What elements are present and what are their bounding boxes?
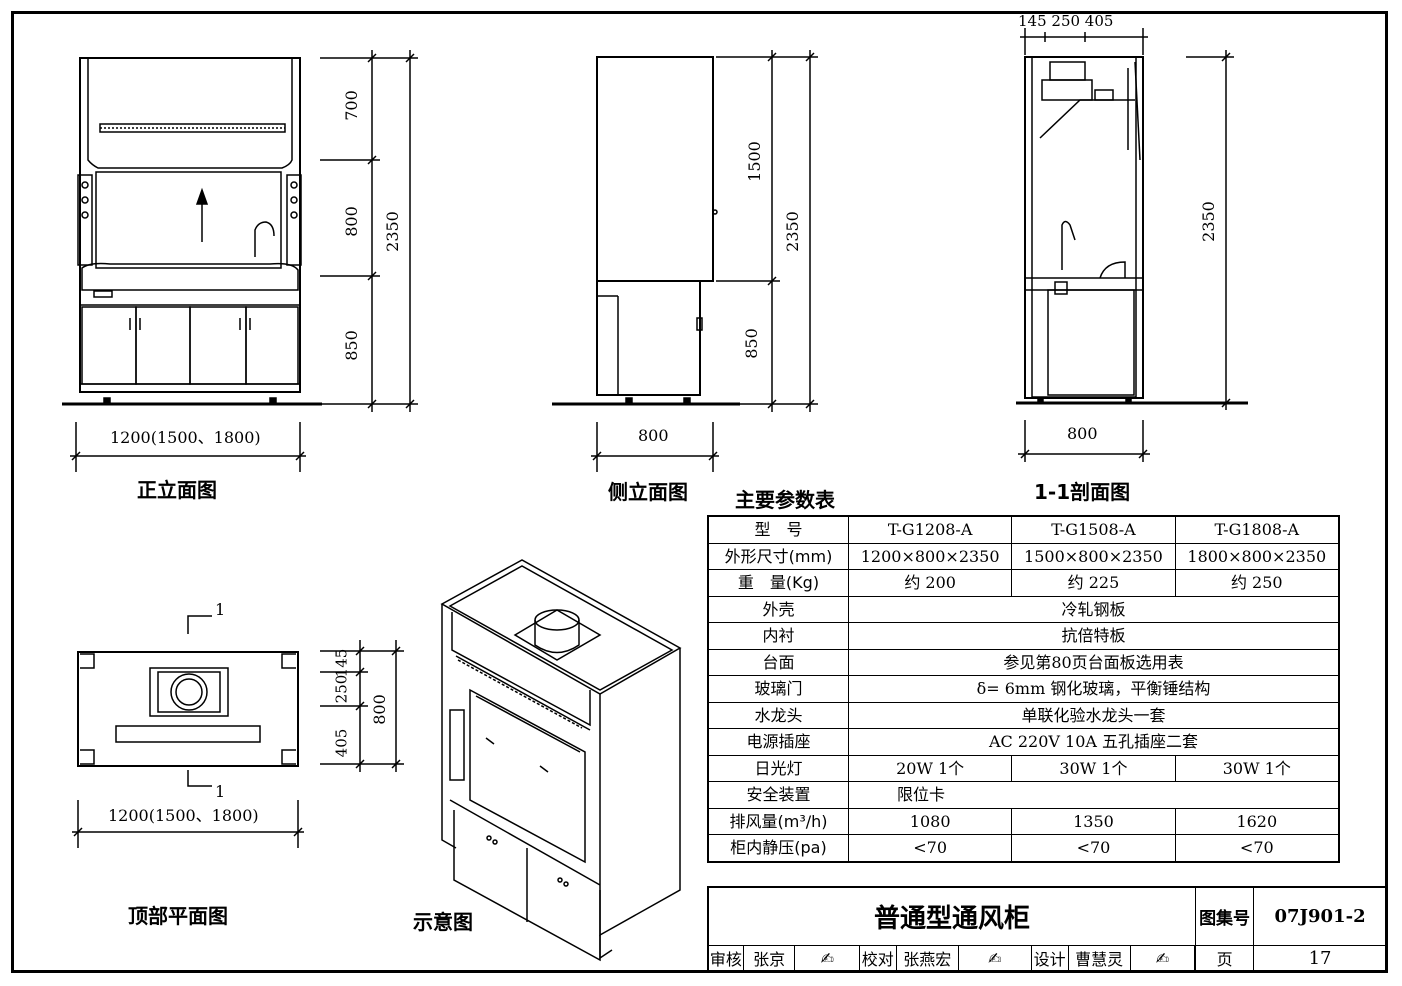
cell: 1500×800×2350 — [1011, 542, 1176, 570]
header-col: T-G1808-A — [1174, 515, 1340, 544]
section-mark-bottom: 1 — [215, 782, 226, 801]
cell: 20W 1个 — [847, 754, 1013, 782]
section-view — [1016, 28, 1248, 462]
header-col: T-G1208-A — [847, 515, 1013, 544]
table-header-row: 型 号 T-G1208-A T-G1508-A T-G1808-A — [707, 515, 1340, 544]
section-width-dim: 800 — [1067, 424, 1098, 443]
cell: 约 250 — [1174, 569, 1340, 597]
header-col: T-G1508-A — [1011, 515, 1176, 544]
cell: <70 — [1011, 834, 1176, 862]
front-elevation — [62, 50, 418, 472]
cell: δ= 6mm 钢化玻璃，平衡锤结构 — [848, 675, 1340, 703]
reviewer-name: 张京 — [742, 944, 796, 973]
cell: 1080 — [847, 807, 1013, 835]
side-dim-2350: 2350 — [782, 211, 802, 252]
atlas-number: 07J901-2 — [1253, 886, 1388, 946]
table-row: 重 量(Kg) 约 200 约 225 约 250 — [707, 569, 1340, 597]
top-dim-145: 145 — [332, 648, 351, 678]
param-table: 型 号 T-G1208-A T-G1508-A T-G1808-A 外形尺寸(m… — [707, 515, 1340, 863]
front-width-dim: 1200(1500、1800) — [110, 428, 261, 447]
header-model: 型 号 — [707, 515, 849, 544]
cell: 1200×800×2350 — [847, 542, 1013, 570]
row-key: 柜内静压(pa) — [707, 834, 849, 862]
table-row: 台面 参见第80页台面板选用表 — [707, 648, 1340, 676]
atlas-label: 图集号 — [1195, 886, 1255, 946]
cell: 30W 1个 — [1011, 754, 1176, 782]
cell: AC 220V 10A 五孔插座二套 — [848, 728, 1340, 756]
row-key: 安全装置 — [707, 781, 849, 809]
cell: 限位卡 — [848, 781, 1340, 809]
front-dim-800: 800 — [341, 206, 361, 237]
page-number: 17 — [1253, 944, 1388, 973]
checker-signature: ✍ — [957, 944, 1032, 973]
table-row: 玻璃门 δ= 6mm 钢化玻璃，平衡锤结构 — [707, 675, 1340, 703]
cell: 约 200 — [847, 569, 1013, 597]
side-dim-850: 850 — [741, 328, 761, 359]
drawing-title: 普通型通风柜 — [707, 886, 1197, 946]
designer-name: 曹慧灵 — [1067, 944, 1131, 973]
top-plan — [72, 615, 404, 848]
reviewer-signature: ✍ — [794, 944, 860, 973]
row-key: 内衬 — [707, 622, 849, 650]
section-dim-2350: 2350 — [1198, 201, 1218, 242]
cell: 冷轧钢板 — [848, 595, 1340, 623]
cell: 1620 — [1174, 807, 1340, 835]
page-label: 页 — [1195, 944, 1255, 973]
designer-signature: ✍ — [1129, 944, 1196, 973]
drawing-frame — [11, 11, 1388, 973]
front-dim-850: 850 — [341, 330, 361, 361]
top-view-label: 顶部平面图 — [128, 904, 228, 928]
row-key: 外形尺寸(mm) — [707, 542, 849, 570]
table-row: 日光灯 20W 1个 30W 1个 30W 1个 — [707, 754, 1340, 782]
cell: <70 — [847, 834, 1013, 862]
table-row: 外形尺寸(mm) 1200×800×2350 1500×800×2350 180… — [707, 542, 1340, 570]
cell: 约 225 — [1011, 569, 1176, 597]
table-row: 水龙头 单联化验水龙头一套 — [707, 701, 1340, 729]
top-dim-250: 250 — [332, 674, 351, 704]
design-label: 设计 — [1030, 944, 1069, 973]
check-label: 校对 — [858, 944, 897, 973]
side-width-dim: 800 — [638, 426, 669, 445]
cell: 1800×800×2350 — [1174, 542, 1340, 570]
param-table-title: 主要参数表 — [735, 488, 835, 512]
cell: 参见第80页台面板选用表 — [848, 648, 1340, 676]
section-top-dims: 145 250 405 — [1018, 12, 1114, 30]
isometric-sketch — [440, 559, 682, 962]
row-key: 外壳 — [707, 595, 849, 623]
front-dim-700: 700 — [341, 90, 361, 121]
cell: 抗倍特板 — [848, 622, 1340, 650]
front-dim-2350: 2350 — [382, 211, 402, 252]
table-row: 电源插座 AC 220V 10A 五孔插座二套 — [707, 728, 1340, 756]
row-key: 水龙头 — [707, 701, 849, 729]
side-view-label: 侧立面图 — [608, 480, 688, 504]
row-key: 电源插座 — [707, 728, 849, 756]
table-row: 外壳 冷轧钢板 — [707, 595, 1340, 623]
row-key: 日光灯 — [707, 754, 849, 782]
table-row: 排风量(m³/h) 1080 1350 1620 — [707, 807, 1340, 835]
checker-name: 张燕宏 — [895, 944, 959, 973]
title-block: 普通型通风柜 图集号 07J901-2 审核 张京 ✍ 校对 张燕宏 ✍ 设计 … — [707, 886, 1388, 973]
review-label: 审核 — [707, 944, 744, 973]
section-mark-top: 1 — [215, 600, 226, 619]
table-row: 柜内静压(pa) <70 <70 <70 — [707, 834, 1340, 862]
cell: <70 — [1174, 834, 1340, 862]
table-row: 内衬 抗倍特板 — [707, 622, 1340, 650]
cell: 单联化验水龙头一套 — [848, 701, 1340, 729]
side-elevation — [552, 50, 818, 472]
front-view-label: 正立面图 — [137, 478, 217, 502]
top-width-dim: 1200(1500、1800) — [108, 806, 259, 825]
top-dim-800: 800 — [369, 694, 389, 725]
sketch-label: 示意图 — [413, 910, 473, 934]
row-key: 玻璃门 — [707, 675, 849, 703]
row-key: 排风量(m³/h) — [707, 807, 849, 835]
row-key: 台面 — [707, 648, 849, 676]
section-view-label: 1-1剖面图 — [1034, 480, 1131, 504]
cell: 1350 — [1011, 807, 1176, 835]
top-dim-405: 405 — [332, 728, 351, 758]
table-row: 安全装置 限位卡 — [707, 781, 1340, 809]
row-key: 重 量(Kg) — [707, 569, 849, 597]
cell: 30W 1个 — [1174, 754, 1340, 782]
side-dim-1500: 1500 — [744, 141, 764, 182]
